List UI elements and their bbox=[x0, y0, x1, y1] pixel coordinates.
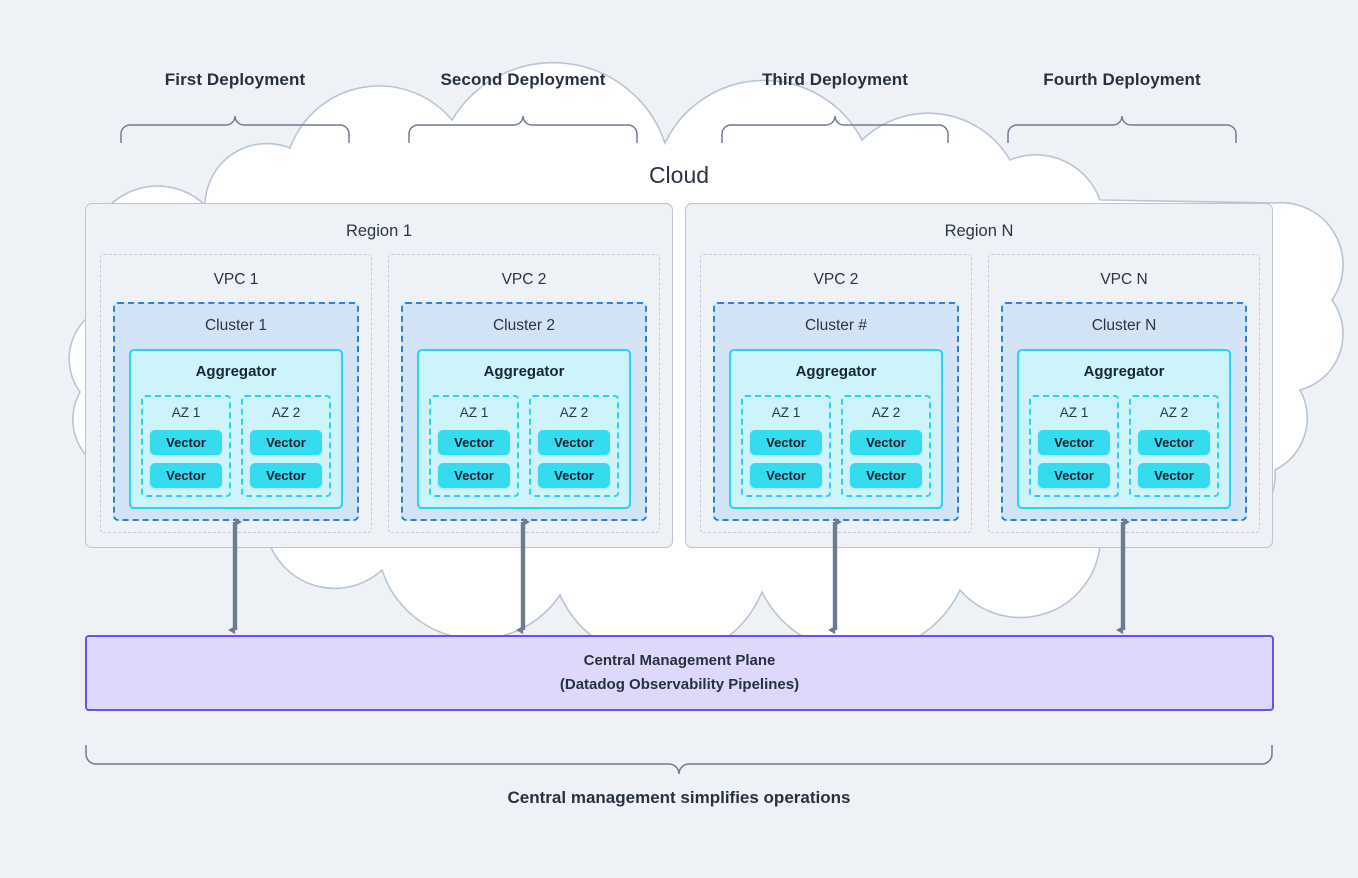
aggregator-region1-1-title: Aggregator bbox=[195, 363, 277, 380]
vpc-region1-1-title: VPC 1 bbox=[213, 271, 259, 288]
az-region1-2-2[interactable]: AZ 2 Vector Vector bbox=[529, 395, 619, 497]
vpc-regionn-2-title: VPC N bbox=[1100, 271, 1148, 288]
deployment-label-first: First Deployment bbox=[164, 70, 306, 89]
vector-node[interactable]: Vector bbox=[1038, 462, 1110, 488]
az-row-region1-1: AZ 1 Vector Vector AZ 2 Vector Vector bbox=[141, 395, 331, 497]
deployment-label-second: Second Deployment bbox=[440, 70, 606, 89]
az-regionn-1-1[interactable]: AZ 1 Vector Vector bbox=[741, 395, 831, 497]
aggregator-regionn-2[interactable]: Aggregator AZ 1 Vector Vector AZ 2 Vecto… bbox=[1017, 349, 1231, 509]
az-title: AZ 2 bbox=[559, 405, 589, 420]
vector-node[interactable]: Vector bbox=[250, 429, 322, 455]
az-row-regionn-2: AZ 1 Vector Vector AZ 2 Vector Vector bbox=[1029, 395, 1219, 497]
cluster-region1-2[interactable]: Cluster 2 Aggregator AZ 1 Vector Vector … bbox=[401, 302, 647, 521]
vpc-regionn-1[interactable]: VPC 2 Cluster # Aggregator AZ 1 Vector V… bbox=[700, 254, 972, 533]
region-n[interactable]: Region N VPC 2 Cluster # Aggregator AZ 1… bbox=[685, 203, 1273, 548]
vpc-regionn-2[interactable]: VPC N Cluster N Aggregator AZ 1 Vector V… bbox=[988, 254, 1260, 533]
az-title: AZ 1 bbox=[1059, 405, 1089, 420]
cluster-regionn-1[interactable]: Cluster # Aggregator AZ 1 Vector Vector … bbox=[713, 302, 959, 521]
region-1-title: Region 1 bbox=[345, 222, 413, 240]
vector-node[interactable]: Vector bbox=[250, 462, 322, 488]
vpc-region1-2[interactable]: VPC 2 Cluster 2 Aggregator AZ 1 Vector V… bbox=[388, 254, 660, 533]
central-management-plane-title: Central Management Plane bbox=[583, 651, 776, 669]
brace-bottom-summary bbox=[85, 745, 1273, 775]
brace-second bbox=[408, 115, 638, 143]
vector-node[interactable]: Vector bbox=[150, 429, 222, 455]
az-region1-1-2[interactable]: AZ 2 Vector Vector bbox=[241, 395, 331, 497]
az-row-regionn-1: AZ 1 Vector Vector AZ 2 Vector Vector bbox=[741, 395, 931, 497]
vector-node[interactable]: Vector bbox=[750, 429, 822, 455]
az-title: AZ 2 bbox=[271, 405, 301, 420]
az-title: AZ 1 bbox=[171, 405, 201, 420]
brace-fourth bbox=[1007, 115, 1237, 143]
vector-node[interactable]: Vector bbox=[850, 429, 922, 455]
az-regionn-1-2[interactable]: AZ 2 Vector Vector bbox=[841, 395, 931, 497]
vector-node[interactable]: Vector bbox=[538, 462, 610, 488]
cluster-region1-1-title: Cluster 1 bbox=[204, 317, 268, 334]
vector-node[interactable]: Vector bbox=[438, 429, 510, 455]
vpc-regionn-1-title: VPC 2 bbox=[813, 271, 859, 288]
az-title: AZ 1 bbox=[771, 405, 801, 420]
deployment-label-third: Third Deployment bbox=[761, 70, 909, 89]
region-1[interactable]: Region 1 VPC 1 Cluster 1 Aggregator AZ 1… bbox=[85, 203, 673, 548]
vector-node[interactable]: Vector bbox=[1138, 429, 1210, 455]
aggregator-regionn-1[interactable]: Aggregator AZ 1 Vector Vector AZ 2 Vecto… bbox=[729, 349, 943, 509]
vector-node[interactable]: Vector bbox=[1038, 429, 1110, 455]
vector-node[interactable]: Vector bbox=[850, 462, 922, 488]
vpc-region1-1[interactable]: VPC 1 Cluster 1 Aggregator AZ 1 Vector V… bbox=[100, 254, 372, 533]
az-region1-2-1[interactable]: AZ 1 Vector Vector bbox=[429, 395, 519, 497]
aggregator-regionn-1-title: Aggregator bbox=[795, 363, 877, 380]
az-row-region1-2: AZ 1 Vector Vector AZ 2 Vector Vector bbox=[429, 395, 619, 497]
az-title: AZ 1 bbox=[459, 405, 489, 420]
aggregator-regionn-2-title: Aggregator bbox=[1083, 363, 1165, 380]
central-management-plane[interactable]: Central Management Plane (Datadog Observ… bbox=[85, 635, 1274, 711]
vector-node[interactable]: Vector bbox=[438, 462, 510, 488]
brace-first bbox=[120, 115, 350, 143]
vector-node[interactable]: Vector bbox=[150, 462, 222, 488]
cluster-regionn-2-title: Cluster N bbox=[1091, 317, 1157, 334]
vector-node[interactable]: Vector bbox=[750, 462, 822, 488]
brace-third bbox=[721, 115, 949, 143]
vector-node[interactable]: Vector bbox=[1138, 462, 1210, 488]
central-management-plane-subtitle: (Datadog Observability Pipelines) bbox=[559, 676, 800, 693]
az-regionn-2-1[interactable]: AZ 1 Vector Vector bbox=[1029, 395, 1119, 497]
vpc-region1-2-title: VPC 2 bbox=[501, 271, 547, 288]
aggregator-region1-2-title: Aggregator bbox=[483, 363, 565, 380]
cluster-regionn-1-title: Cluster # bbox=[804, 317, 868, 334]
vector-node[interactable]: Vector bbox=[538, 429, 610, 455]
deployment-label-fourth: Fourth Deployment bbox=[1043, 70, 1201, 89]
cloud-label: Cloud bbox=[648, 162, 710, 188]
cluster-regionn-2[interactable]: Cluster N Aggregator AZ 1 Vector Vector … bbox=[1001, 302, 1247, 521]
az-title: AZ 2 bbox=[871, 405, 901, 420]
cluster-region1-2-title: Cluster 2 bbox=[492, 317, 556, 334]
cluster-region1-1[interactable]: Cluster 1 Aggregator AZ 1 Vector Vector … bbox=[113, 302, 359, 521]
region-n-title: Region N bbox=[944, 222, 1014, 240]
aggregator-region1-2[interactable]: Aggregator AZ 1 Vector Vector AZ 2 Vecto… bbox=[417, 349, 631, 509]
az-region1-1-1[interactable]: AZ 1 Vector Vector bbox=[141, 395, 231, 497]
az-regionn-2-2[interactable]: AZ 2 Vector Vector bbox=[1129, 395, 1219, 497]
bottom-caption: Central management simplifies operations bbox=[507, 788, 851, 807]
az-title: AZ 2 bbox=[1159, 405, 1189, 420]
aggregator-region1-1[interactable]: Aggregator AZ 1 Vector Vector AZ 2 Vecto… bbox=[129, 349, 343, 509]
